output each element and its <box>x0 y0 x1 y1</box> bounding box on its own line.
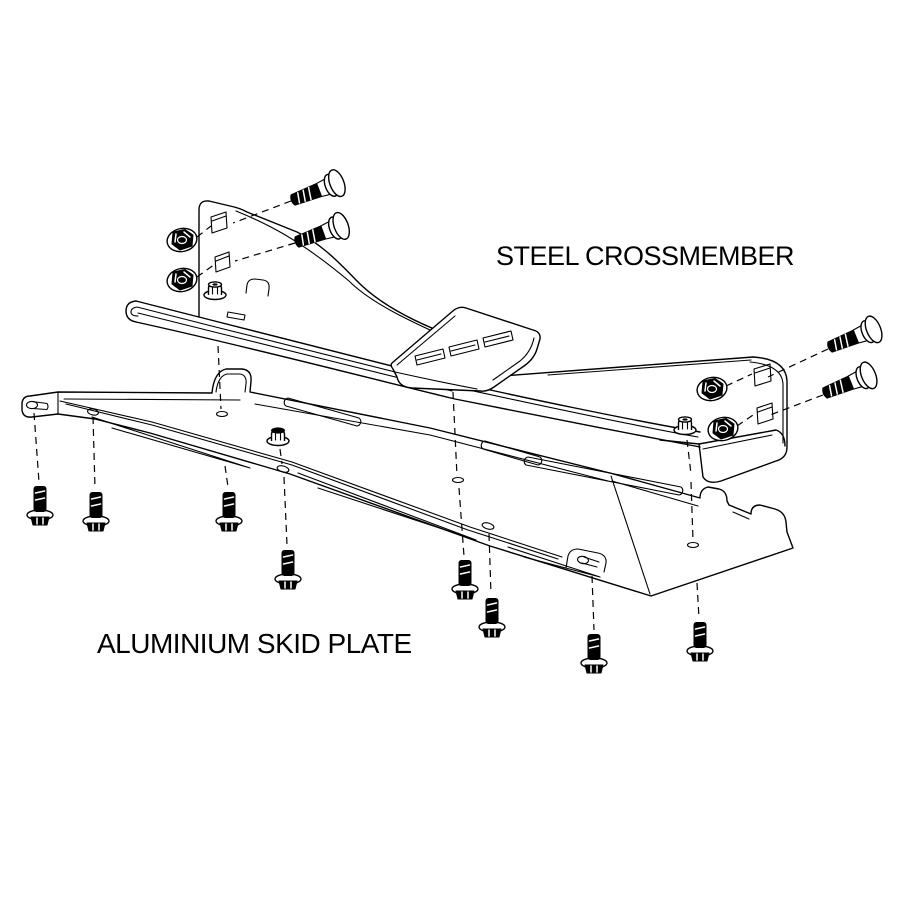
flange-bolt-icon <box>215 492 243 532</box>
flange-bolt-icon <box>26 486 54 526</box>
plate-hole-2 <box>451 476 465 484</box>
carriage-bolt-icon <box>290 169 346 206</box>
flange-nut-icon <box>707 416 739 442</box>
crossmember-center-bracket <box>390 306 541 392</box>
skid-plate-outline <box>21 368 794 597</box>
flange-nut-icon <box>166 267 198 293</box>
weld-nut-icon <box>266 427 290 447</box>
leader-lines <box>33 200 829 631</box>
center-bracket-slot-1 <box>414 348 446 366</box>
plate-right-fold <box>610 475 651 595</box>
weld-nut-icon <box>203 281 227 301</box>
plate-hole-3 <box>686 541 700 549</box>
plate-slot-small-3 <box>481 522 495 530</box>
bracket-hole-left-2 <box>214 251 231 273</box>
crossmember-slot-left <box>226 311 246 321</box>
plate-slot-small-2 <box>276 465 290 473</box>
steel-crossmember-label: STEEL CROSSMEMBER <box>496 241 795 271</box>
weld-nut-icon <box>673 416 697 436</box>
bracket-hole-right-1 <box>753 363 772 387</box>
crossmember-right-bracket <box>659 356 788 484</box>
bracket-hole-right-2 <box>756 402 774 425</box>
plate-slot-long-1 <box>283 397 362 427</box>
plate-tab-1 <box>215 373 247 393</box>
plate-hole-1 <box>215 410 229 418</box>
keyhole-tab-mid <box>565 548 607 573</box>
bracket-hole-left-1 <box>210 211 228 234</box>
plate-slot-long-2 <box>480 440 543 466</box>
flange-nut-icon <box>696 376 728 402</box>
carriage-bolt-icon <box>822 361 878 399</box>
carriage-bolt-icon <box>827 315 883 353</box>
fasteners <box>26 169 883 674</box>
plate-slot-long-3 <box>523 456 684 496</box>
flange-nut-icon <box>166 227 198 253</box>
crossmember-drawing <box>125 200 788 484</box>
center-bracket-slot-2 <box>448 339 480 357</box>
plate-slot-small-1 <box>87 408 99 416</box>
keyhole-slot-left <box>25 400 49 411</box>
skid-plate-drawing <box>21 368 794 597</box>
flange-bolt-icon <box>580 634 608 674</box>
flange-bolt-icon <box>478 598 506 638</box>
crossmember-hook-tab <box>245 278 270 297</box>
flange-bolt-icon <box>274 550 302 590</box>
plate-front-band <box>59 400 563 560</box>
aluminium-skid-plate-label: ALUMINIUM SKID PLATE <box>97 628 412 659</box>
flange-bolt-icon <box>451 560 479 600</box>
flange-bolt-icon <box>686 622 714 662</box>
carriage-bolt-icon <box>294 211 351 248</box>
flange-bolt-icon <box>82 492 110 532</box>
center-bracket-slot-3 <box>482 330 514 348</box>
plate-ribs <box>91 416 601 578</box>
plate-rear-bend <box>63 398 750 520</box>
